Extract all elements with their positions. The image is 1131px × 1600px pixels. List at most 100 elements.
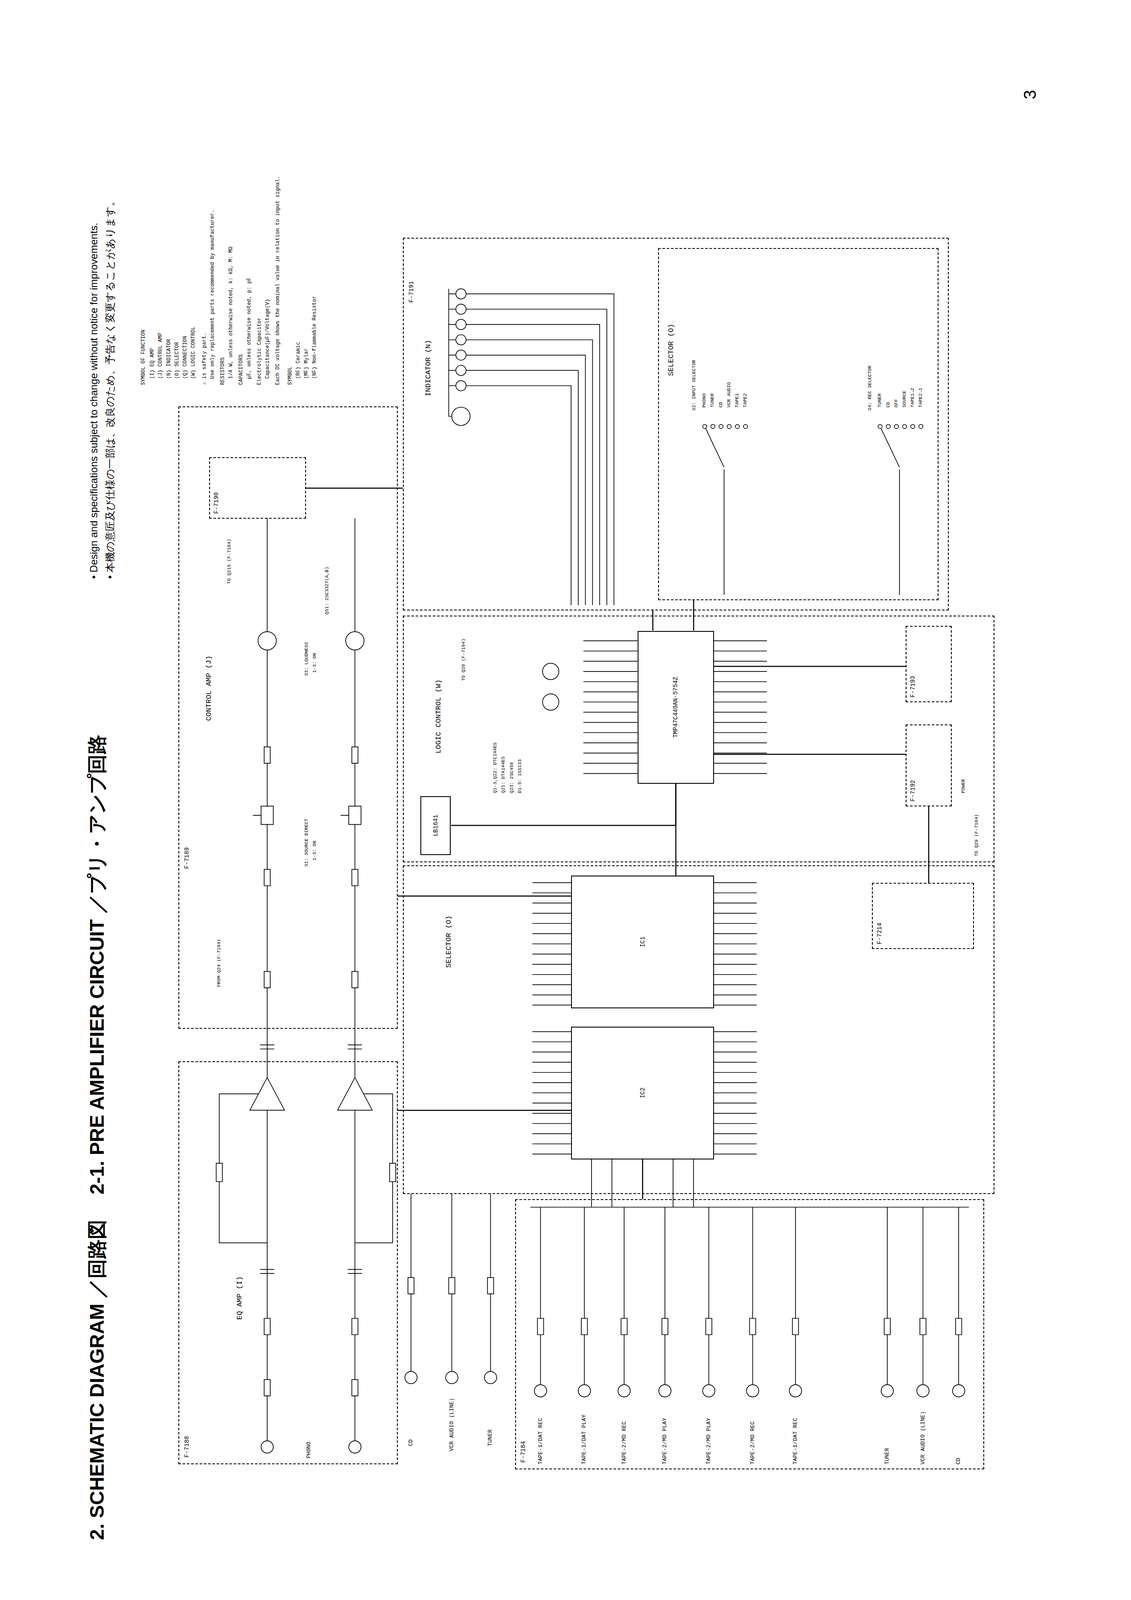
ic-chip: IC1 xyxy=(571,875,715,1009)
jack-symbol xyxy=(578,1384,591,1397)
label-text: S4: REC SELECTOR xyxy=(867,364,873,412)
ic-chip: LB1641 xyxy=(420,795,452,856)
node-label: SELECTOR (O) xyxy=(667,322,676,377)
label-text: TAPE2→1 xyxy=(918,386,924,409)
node-label: F-7184 xyxy=(519,1439,527,1464)
label-text: Use only replacement parts recommended b… xyxy=(209,208,216,380)
node-label: F-7214 xyxy=(876,921,884,945)
led-symbol xyxy=(455,349,467,361)
node-label: F-7189 xyxy=(183,846,191,870)
label-text: CAPACITORS xyxy=(238,353,245,386)
label-text: (NF) Non-flammable Resistor xyxy=(311,294,318,380)
switch-wire xyxy=(705,428,900,595)
region-box: F-7189CONTROL AMP (J)F-7190 xyxy=(178,406,398,1029)
label-text: D1-5: 1SS133 xyxy=(517,758,523,794)
jack-symbol xyxy=(445,1371,458,1384)
wire-connector xyxy=(928,806,930,883)
led-symbol xyxy=(455,334,467,345)
label-text: • Design and specifications subject to c… xyxy=(87,221,100,580)
label-text: (W) LOGIC CONTROL xyxy=(190,325,197,380)
led-wire xyxy=(448,288,614,605)
board-box: F-7192 xyxy=(905,724,952,806)
resistor-symbol xyxy=(408,1277,962,1335)
led-symbol xyxy=(455,288,467,299)
transistor-symbol xyxy=(258,631,277,651)
label-text: Q51: 2SC3327(A,B) xyxy=(324,565,330,616)
label-text: RESISTORS xyxy=(220,356,227,386)
label-text: (J) CONTROL AMP xyxy=(157,332,164,380)
ic-chip: TMP47C440AN-5754Z xyxy=(637,630,715,785)
jack-symbol xyxy=(617,1384,631,1397)
transistor-symbol xyxy=(345,631,365,651)
label-text: SOURCE xyxy=(901,389,908,409)
node-label: F-7191 xyxy=(408,279,415,304)
label-text: TUNER xyxy=(877,392,883,409)
label-text: 1-3: ON xyxy=(311,652,318,674)
label-text: CD xyxy=(885,400,892,409)
opamp-symbol xyxy=(249,1077,373,1110)
label-text: S3: LOUDNESS xyxy=(303,641,310,677)
page-title: 2. SCHEMATIC DIAGRAM ／回路図 2-1. PRE AMPLI… xyxy=(85,733,109,1541)
label-text: CD xyxy=(718,400,724,409)
resistor-symbol xyxy=(216,746,397,1396)
board-box: F-7214 xyxy=(871,882,974,949)
led-symbol xyxy=(455,319,467,330)
label-text: 3 xyxy=(1020,88,1040,100)
label-text: TO Q28 (F-7184) xyxy=(460,637,467,682)
label-text: TUNER xyxy=(709,392,716,409)
label-text: (O) SELECTOR xyxy=(174,341,181,380)
label-text: OFF xyxy=(893,398,900,409)
board-box: F-7190 xyxy=(209,457,307,519)
jack-symbol xyxy=(952,1384,965,1397)
jack-symbol xyxy=(405,1371,418,1384)
label-text: Q1-3,Q22: DTC144ES xyxy=(492,741,499,794)
node-label: TMP47C440AN-5754Z xyxy=(672,675,680,739)
label-text: (Q) CONNECTION xyxy=(182,335,189,380)
wire-connector xyxy=(306,487,403,489)
label-text: TAPE-1/DAT REC xyxy=(792,1416,799,1465)
label-text: CD xyxy=(955,1456,962,1466)
label-text: TO Q29 (F-7184) xyxy=(973,813,980,857)
node-label: F-7190 xyxy=(212,491,220,515)
node-label: F-7192 xyxy=(909,778,917,802)
label-text: TO Q215 (F-7184) xyxy=(226,537,233,585)
label-text: S1: SOURCE DIRECT xyxy=(303,817,310,868)
wire-connector xyxy=(397,895,572,897)
label-text: VCR AUDIO xyxy=(726,381,732,409)
label-text: (MF) Mylar xyxy=(303,347,310,380)
label-text: SYMBOL OF FUNCTION xyxy=(140,328,147,386)
region-box: F-7191INDICATOR (N)SELECTOR (O) xyxy=(402,237,949,610)
label-text: • 本機の意匠及び仕様の一部は、改良のため、予告なく変更することがあります。 xyxy=(104,195,117,580)
label-text: CD xyxy=(408,1438,415,1447)
switch-contact xyxy=(702,424,923,429)
wire-connector xyxy=(714,665,906,668)
label-text: Electrolytic Capacitor xyxy=(256,316,263,386)
jack-symbol xyxy=(916,1384,930,1397)
label-text: TAPE1 xyxy=(734,392,741,409)
label-text: TAPE-2/MD REC xyxy=(749,1419,757,1465)
label-text: VCR AUDIO (LINE) xyxy=(920,1410,927,1466)
region-box: LOGIC CONTROL (W)TMP47C440AN-5754ZLB1641… xyxy=(402,615,995,863)
label-text: TAPE-1/DAT PLAY xyxy=(581,1413,588,1466)
led-symbol xyxy=(455,303,467,315)
jack-symbol xyxy=(484,1371,497,1384)
label-text: (N) INDICATOR xyxy=(166,338,173,380)
label-text: µF, unless otherwise noted, p: pF xyxy=(246,276,253,380)
node-label: F-7193 xyxy=(909,674,917,698)
label-text: TAPE-1/DAT REC xyxy=(537,1416,545,1465)
led-symbol xyxy=(455,365,467,376)
jack-symbol xyxy=(261,1440,274,1453)
region-box: F-7188EQ AMP (I) xyxy=(178,1061,398,1464)
node-label: LB1641 xyxy=(432,813,440,837)
led-symbol xyxy=(455,380,467,391)
transistor-symbol xyxy=(542,663,559,680)
board-box: F-7193 xyxy=(905,625,952,703)
jack-symbol xyxy=(658,1384,672,1397)
label-text: PHONO xyxy=(701,392,708,409)
wire-connector xyxy=(397,1109,572,1111)
label-text: Each DC voltage shows the nominal value … xyxy=(275,174,282,386)
label-text: Q23: 2SC458 xyxy=(509,760,515,794)
label-text: TUNER xyxy=(487,1428,494,1447)
